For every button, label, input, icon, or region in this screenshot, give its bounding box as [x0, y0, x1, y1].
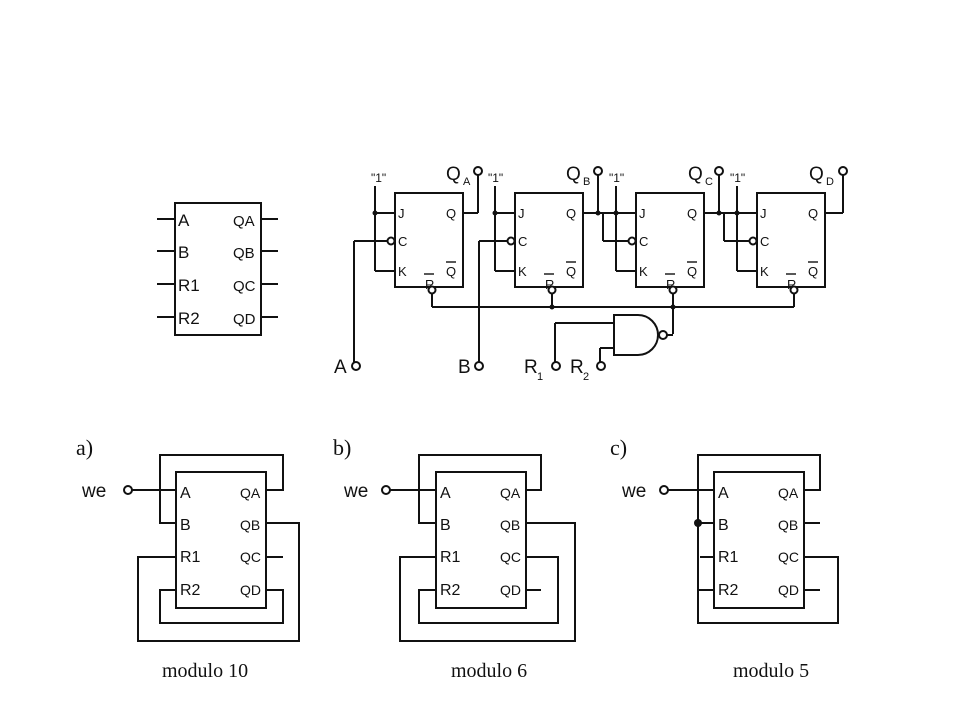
pin-r1-label: R1	[180, 549, 201, 566]
pin-qb-label: QB	[500, 517, 520, 533]
ff-c-label: C	[398, 234, 407, 249]
chip-pin-r2-label: R2	[178, 309, 200, 328]
output-qb-sub: B	[583, 176, 590, 188]
ff-j-label: J	[760, 206, 767, 221]
output-qb-label: Q	[566, 164, 581, 185]
variant-a-letter: a)	[76, 435, 93, 460]
chip-pin-qb-label: QB	[233, 245, 255, 262]
ff-q-label: Q	[446, 206, 456, 221]
ff-qbar-label: Q	[446, 264, 456, 279]
nand-gate	[613, 314, 673, 356]
pin-r2-label: R2	[180, 582, 201, 599]
pin-qc-label: QC	[500, 549, 521, 565]
pin-qd-label: QD	[240, 582, 261, 598]
pin-qd-label: QD	[778, 582, 799, 598]
flip-flop-2: "1" J C K Q Q R Q B	[488, 164, 603, 295]
ff-k-label: K	[760, 264, 769, 279]
flip-flop-3: "1" J C K Q Q R Q C	[609, 164, 724, 295]
pin-qc-label: QC	[240, 549, 261, 565]
ff-j-label: J	[398, 206, 405, 221]
chip-pin-b-label: B	[178, 243, 189, 262]
logic-one-label: "1"	[371, 171, 386, 185]
ff-c-label: C	[639, 234, 648, 249]
ff-k-label: K	[398, 264, 407, 279]
output-qc-label: Q	[688, 164, 703, 185]
variant-c-input-label: we	[621, 481, 646, 502]
pin-a-label: A	[718, 485, 729, 502]
logic-one-label: "1"	[730, 171, 745, 185]
chip-body	[174, 202, 262, 336]
input-r2-label: R	[570, 357, 584, 378]
ff-reset-label: R	[425, 277, 434, 292]
pin-qd-label: QD	[500, 582, 521, 598]
pin-r2-label: R2	[718, 582, 739, 599]
pin-qb-label: QB	[778, 517, 798, 533]
output-qd-label: Q	[809, 164, 824, 185]
ff-reset-label: R	[666, 277, 675, 292]
flip-flop-1: "1" J C K Q Q R Q A	[371, 164, 483, 295]
logic-one-label: "1"	[488, 171, 503, 185]
jk-counter-schematic: "1" J C K Q Q R Q A "1"	[334, 164, 848, 383]
pin-qa-label: QA	[500, 485, 521, 501]
ff-q-label: Q	[566, 206, 576, 221]
variant-c-modulo-5: c) we A B R1 R2 QA QB QC QD modulo 5	[610, 435, 839, 682]
ff-c-label: C	[760, 234, 769, 249]
input-b-label: B	[458, 357, 471, 378]
output-qa-sub: A	[463, 176, 471, 188]
chip-symbol: A B R1 R2 QA QB QC QD	[157, 202, 278, 336]
input-r2-sub: 2	[583, 371, 589, 383]
pin-qb-label: QB	[240, 517, 260, 533]
input-r1-label: R	[524, 357, 538, 378]
variant-a-caption: modulo 10	[162, 660, 248, 682]
variant-b-caption: modulo 6	[451, 660, 527, 682]
pin-a-label: A	[180, 485, 191, 502]
pin-r2-label: R2	[440, 582, 461, 599]
pin-qc-label: QC	[778, 549, 799, 565]
ff-k-label: K	[518, 264, 527, 279]
output-qd-sub: D	[826, 176, 834, 188]
pin-qa-label: QA	[778, 485, 799, 501]
pin-b-label: B	[180, 517, 191, 534]
ff-q-label: Q	[808, 206, 818, 221]
ff-j-label: J	[639, 206, 646, 221]
variant-b-input-label: we	[343, 481, 368, 502]
variant-c-letter: c)	[610, 435, 627, 460]
output-qc-sub: C	[705, 176, 713, 188]
logic-one-label: "1"	[609, 171, 624, 185]
ff-j-label: J	[518, 206, 525, 221]
ff-reset-label: R	[787, 277, 796, 292]
variant-b-letter: b)	[333, 435, 351, 460]
output-qa-label: Q	[446, 164, 461, 185]
ff-qbar-label: Q	[687, 264, 697, 279]
chip-pin-qc-label: QC	[233, 278, 256, 295]
ff-k-label: K	[639, 264, 648, 279]
variant-b-modulo-6: b) we A B R1 R2 QA QB QC QD modulo 6	[333, 435, 576, 682]
pin-qa-label: QA	[240, 485, 261, 501]
pin-b-label: B	[440, 517, 451, 534]
ff-qbar-label: Q	[808, 264, 818, 279]
chip-pin-qa-label: QA	[233, 213, 255, 230]
variant-a-modulo-10: a) we A B R1 R2 QA QB QC QD modulo 10	[76, 435, 300, 682]
pin-r1-label: R1	[718, 549, 739, 566]
chip-pin-qd-label: QD	[233, 311, 256, 328]
ff-reset-label: R	[545, 277, 554, 292]
input-r1-sub: 1	[537, 371, 543, 383]
pin-r1-label: R1	[440, 549, 461, 566]
flip-flop-4: "1" J C K Q Q R Q D	[730, 164, 848, 295]
chip-pin-a-label: A	[178, 211, 190, 230]
input-a-label: A	[334, 357, 347, 378]
ff-c-label: C	[518, 234, 527, 249]
pin-a-label: A	[440, 485, 451, 502]
variant-a-input-label: we	[81, 481, 106, 502]
ff-qbar-label: Q	[566, 264, 576, 279]
variant-c-caption: modulo 5	[733, 660, 809, 682]
chip-pin-r1-label: R1	[178, 276, 200, 295]
pin-b-label: B	[718, 517, 729, 534]
ff-q-label: Q	[687, 206, 697, 221]
